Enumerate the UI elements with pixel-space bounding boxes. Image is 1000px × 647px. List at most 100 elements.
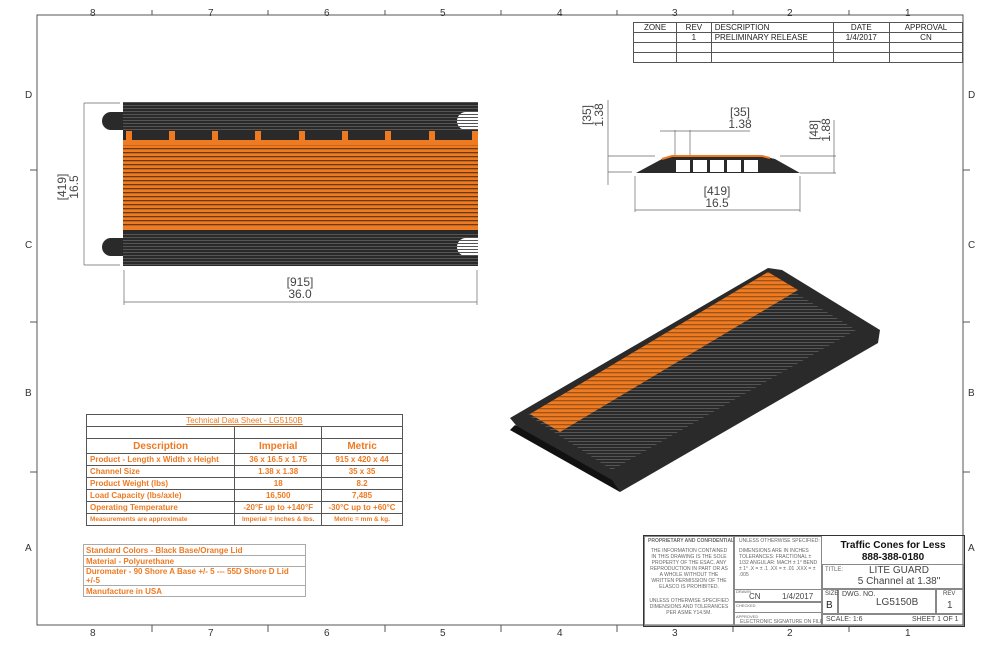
tech-header-imperial: Imperial <box>234 438 323 454</box>
tech-cell: Imperial = inches & lbs. <box>234 513 323 526</box>
zone-col-6-bottom: 6 <box>324 628 330 639</box>
rev-header-description: DESCRIPTION <box>710 22 834 33</box>
rev-value: 1 <box>947 600 953 611</box>
tech-cell: 16,500 <box>234 489 323 502</box>
rev-cell: 1 <box>676 32 712 43</box>
drawn-label: DRAWN <box>736 589 751 594</box>
dwg-number: LG5150B <box>876 597 919 608</box>
dim-in: 36.0 <box>288 287 312 301</box>
tech-cell: -30°C up to +60°C <box>321 501 403 514</box>
zone-row-d-right: D <box>968 90 976 101</box>
rev-row <box>632 42 964 53</box>
company-phone: 888-388-0180 <box>861 552 925 563</box>
tech-row: Operating Temperature-20°F up to +140°F-… <box>85 501 403 514</box>
zone-col-5-bottom: 5 <box>440 628 446 639</box>
dim-mm: [915] <box>286 275 314 289</box>
spec-item: Manufacture in USA <box>83 585 306 597</box>
tech-cell: 8.2 <box>321 477 403 490</box>
rev-cell: 1/4/2017 <box>832 32 890 43</box>
dim-in: 1.88 <box>819 118 833 142</box>
spec-item: Standard Colors - Black Base/Orange Lid <box>83 544 306 556</box>
tech-cell: Load Capacity (lbs/axle) <box>85 489 236 502</box>
zone-col-2-bottom: 2 <box>787 628 793 639</box>
zone-col-1: 1 <box>905 8 911 19</box>
tech-cell: 35 x 35 <box>321 465 403 478</box>
side-lid-height-dim: [35]1.38 <box>580 100 606 130</box>
unless-label: UNLESS OTHERWISE SPECIFIED: <box>739 538 820 544</box>
top-width-dim: [419]16.5 <box>55 167 81 207</box>
spec-item: Material - Polyurethane <box>83 555 306 567</box>
sheet-border <box>36 14 964 626</box>
side-channel-dim: [35]1.38 <box>720 106 760 130</box>
rev-cell: PRELIMINARY RELEASE <box>710 32 834 43</box>
dim-in: 1.38 <box>592 103 606 127</box>
asme-note: UNLESS OTHERWISE SPECIFIED DIMENSIONS AN… <box>649 598 729 616</box>
rev-label: REV <box>943 591 956 597</box>
zone-col-7: 7 <box>208 8 214 19</box>
zone-row-a: A <box>25 543 32 554</box>
zone-row-a-right: A <box>968 543 975 554</box>
tech-header-metric: Metric <box>321 438 403 454</box>
tech-cell: Product Weight (lbs) <box>85 477 236 490</box>
checked-label: CHECKED <box>736 603 756 608</box>
zone-col-8: 8 <box>90 8 96 19</box>
company-name: Traffic Cones for Less <box>840 540 946 551</box>
rev-row <box>632 52 964 63</box>
side-height-dim: [48]1.88 <box>807 115 833 145</box>
tech-header-description: Description <box>85 438 236 454</box>
proprietary-label: PROPRIETARY AND CONFIDENTIAL <box>648 538 735 544</box>
scale: SCALE: 1:6 <box>826 616 863 623</box>
title-line2: 5 Channel at 1.38" <box>857 576 941 587</box>
tolerances: DIMENSIONS ARE IN INCHES TOLERANCES: FRA… <box>739 548 818 578</box>
zone-col-7-bottom: 7 <box>208 628 214 639</box>
tech-cell: Channel Size <box>85 465 236 478</box>
zone-col-2: 2 <box>787 8 793 19</box>
side-view <box>607 100 836 212</box>
top-view <box>83 102 478 305</box>
zone-col-3: 3 <box>672 8 678 19</box>
dim-mm: [419] <box>703 184 731 198</box>
title-block: PROPRIETARY AND CONFIDENTIAL THE INFORMA… <box>643 535 965 627</box>
tech-cell: 915 x 420 x 44 <box>321 453 403 466</box>
size-value: B <box>826 600 833 611</box>
tech-cell: Measurements are approximate <box>85 513 236 526</box>
zone-col-4-bottom: 4 <box>557 628 563 639</box>
dim-in: 16.5 <box>67 175 81 199</box>
dim-in: 1.38 <box>728 117 752 131</box>
specs-table: Standard Colors - Black Base/Orange Lid … <box>83 544 306 597</box>
sheet-number: SHEET 1 OF 1 <box>912 616 959 623</box>
rev-cell <box>632 32 678 43</box>
drawn-date: 1/4/2017 <box>782 592 814 601</box>
technical-data-table: Technical Data Sheet - LG5150B Descripti… <box>85 414 403 526</box>
tech-cell: 36 x 16.5 x 1.75 <box>234 453 323 466</box>
tech-cell: -20°F up to +140°F <box>234 501 323 514</box>
spec-item: Duromater - 90 Shore A Base +/- 5 --- 55… <box>83 566 306 586</box>
approved-label: APPROVED <box>736 614 759 619</box>
tech-cell: Product - Length x Width x Height <box>85 453 236 466</box>
zone-col-1-bottom: 1 <box>905 628 911 639</box>
approved-value: ELECTRONIC SIGNATURE ON FILE <box>740 619 824 625</box>
proprietary-text: THE INFORMATION CONTAINED IN THIS DRAWIN… <box>650 548 728 590</box>
title-label: TITLE: <box>825 567 844 573</box>
zone-col-6: 6 <box>324 8 330 19</box>
tech-cell: Metric = mm & kg. <box>321 513 403 526</box>
rev-header-date: DATE <box>832 22 890 33</box>
rev-header-approval: APPROVAL <box>888 22 964 33</box>
zone-row-b-right: B <box>968 388 975 399</box>
tech-title: Technical Data Sheet - LG5150B <box>86 414 403 427</box>
tech-cell: 18 <box>234 477 323 490</box>
dim-mm: [35] <box>729 105 750 119</box>
zone-col-3-bottom: 3 <box>672 628 678 639</box>
zone-row-c: C <box>25 240 33 251</box>
tech-cell: 1.38 x 1.38 <box>234 465 323 478</box>
tech-cell: 7,485 <box>321 489 403 502</box>
